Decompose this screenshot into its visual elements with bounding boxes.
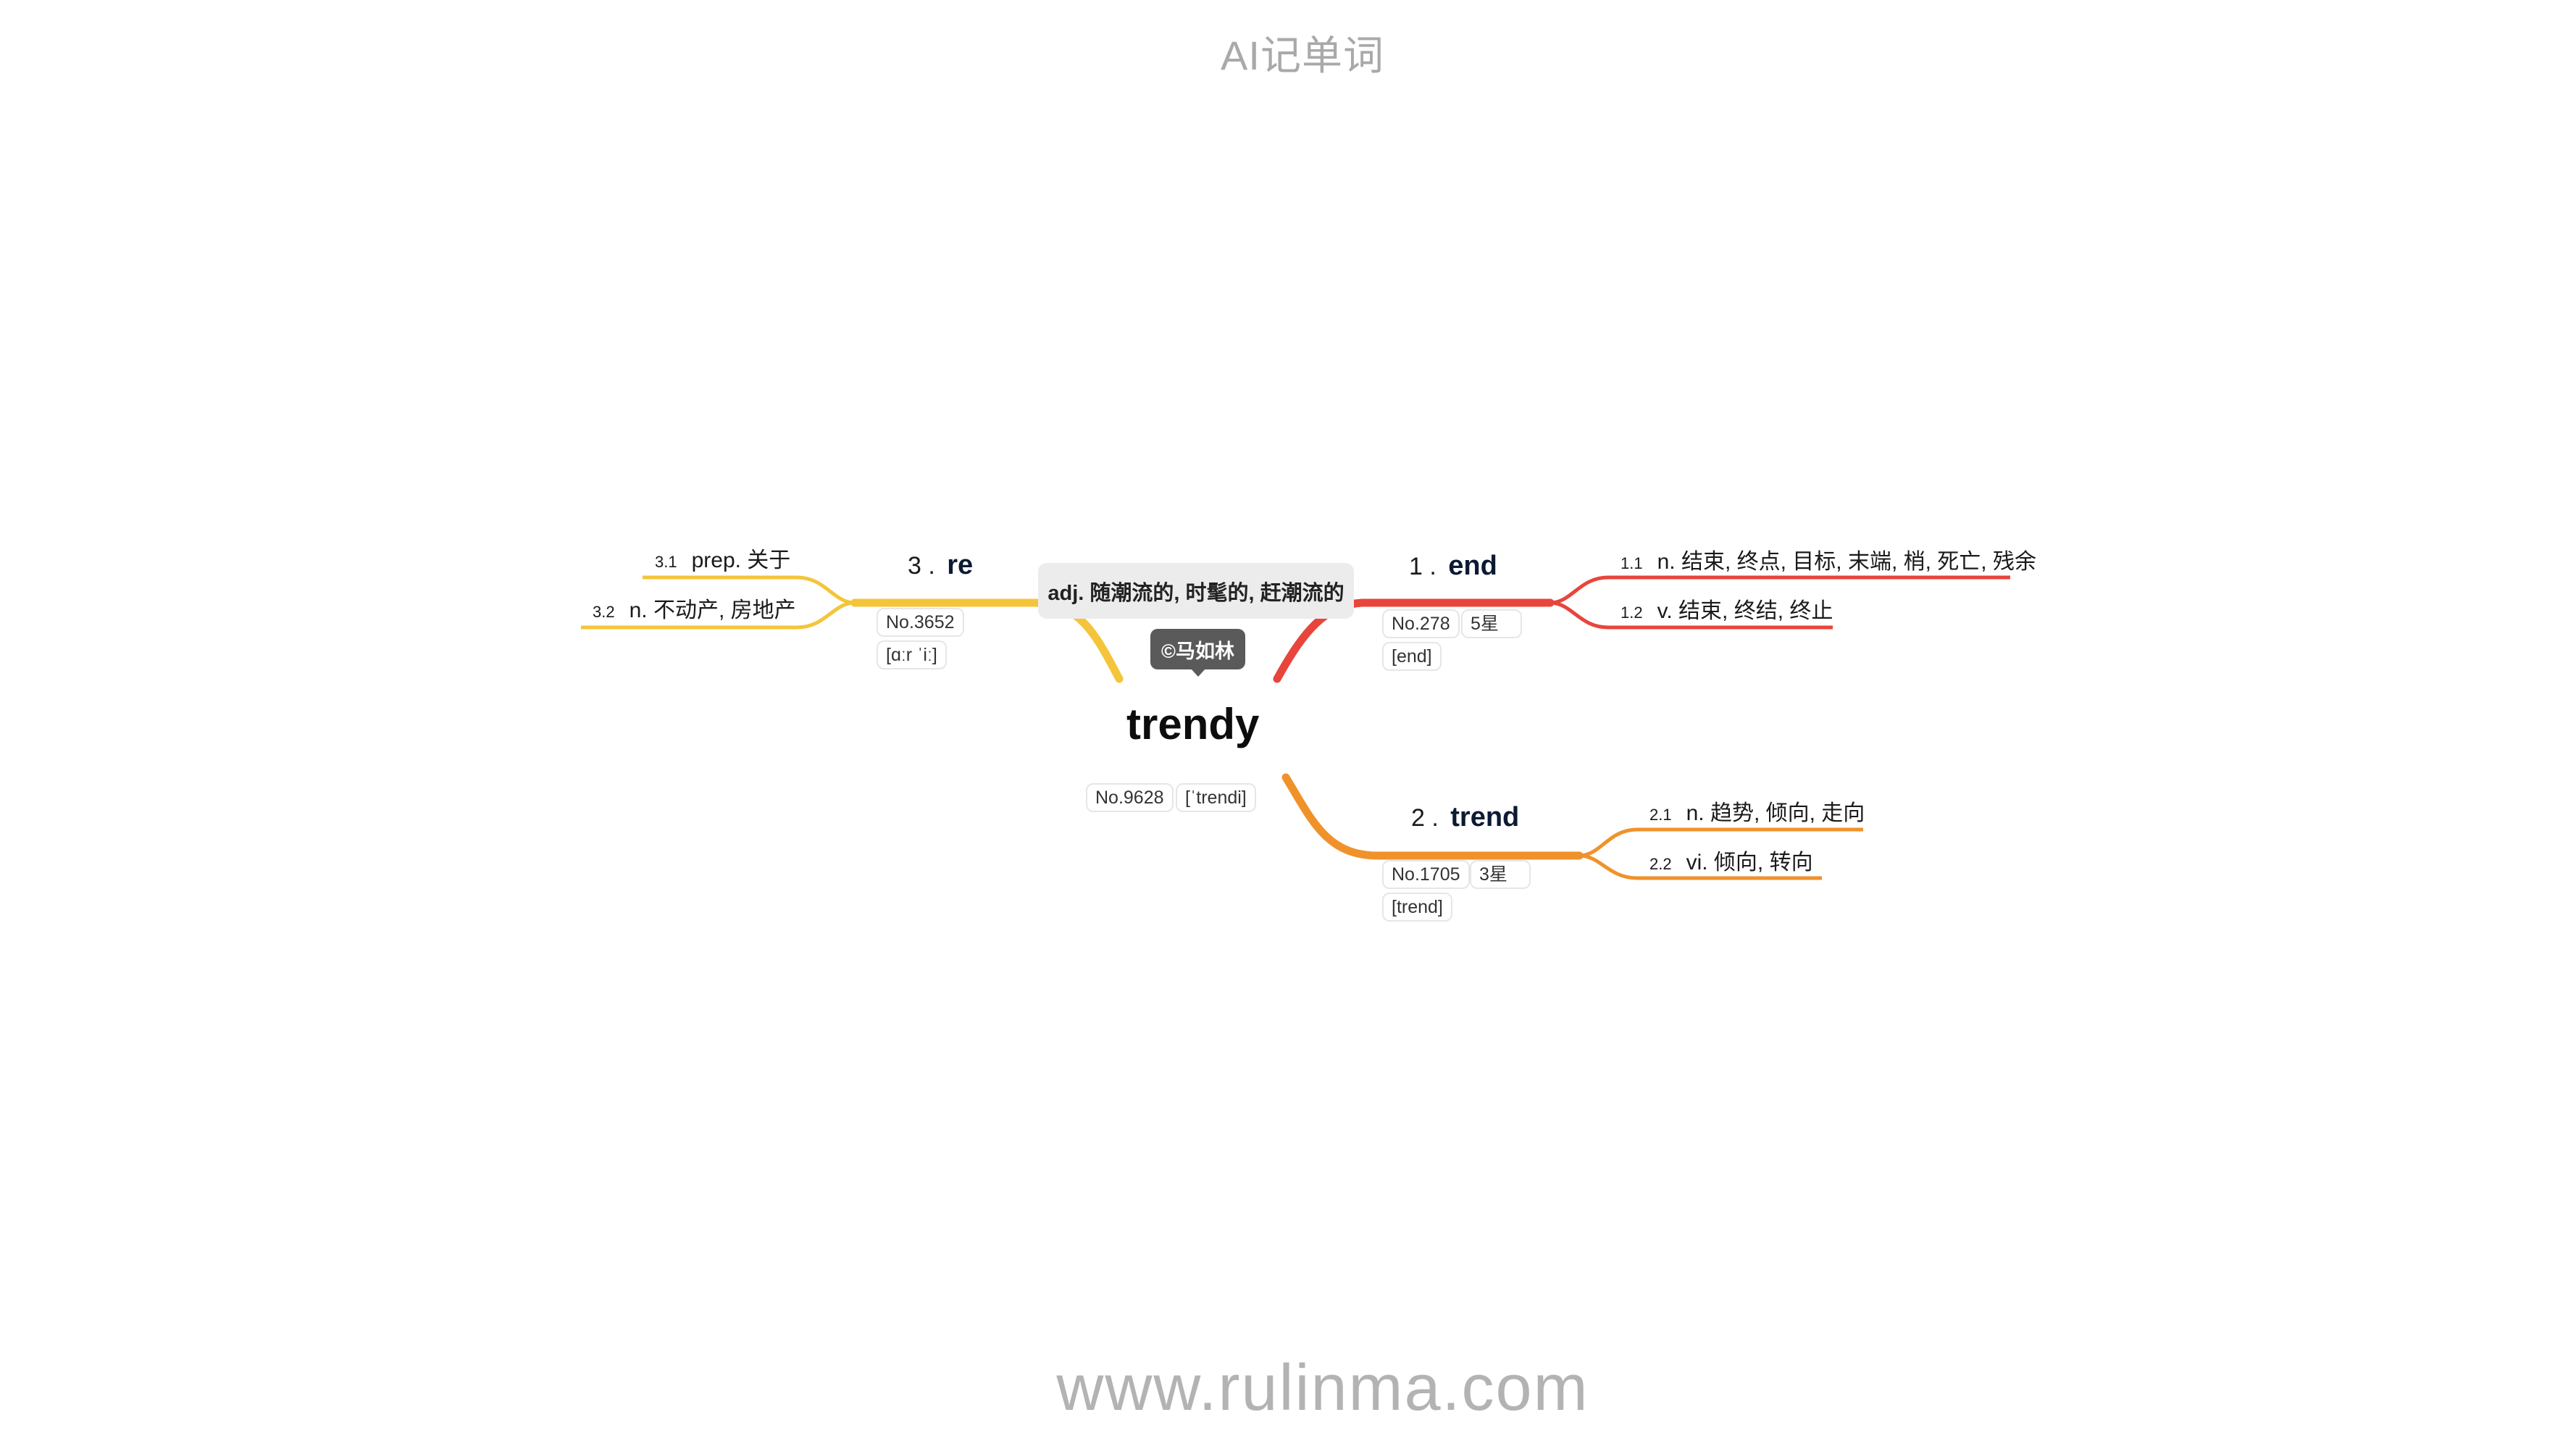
branch-3-link-1 (643, 575, 856, 605)
branch-2-title[interactable]: 2 . trend (1411, 802, 1519, 833)
center-word[interactable]: trendy (1126, 700, 1260, 748)
branch-3-phonetic-tag: [ɑːr ˈiː] (877, 640, 947, 669)
app-title: AI记单词 (1221, 33, 1384, 78)
leaf-3-2[interactable]: 3.2 n. 不动产, 房地产 (593, 592, 796, 624)
leaf-1-1[interactable]: 1.1 n. 结束, 终点, 目标, 末端, 梢, 死亡, 残余 (1621, 543, 2036, 575)
leaf-2-2[interactable]: 2.2 vi. 倾向, 转向 (1649, 844, 1813, 876)
leaf-1-2-text: v. 结束, 终结, 终止 (1657, 599, 1833, 623)
branch-1-trunk (1273, 598, 1555, 683)
branch-2-trunk (1281, 773, 1584, 860)
branch-3-link-2 (581, 601, 856, 630)
branch-1-title[interactable]: 1 . end (1409, 551, 1497, 582)
leaf-2-2-text: vi. 倾向, 转向 (1686, 851, 1813, 874)
leaf-2-1[interactable]: 2.1 n. 趋势, 倾向, 走向 (1649, 795, 1865, 827)
branch-1-number: 1 . (1409, 553, 1437, 580)
leaf-3-2-text: n. 不动产, 房地产 (629, 598, 796, 622)
definition-tooltip: adj. 随潮流的, 时髦的, 赶潮流的 (1038, 563, 1354, 619)
branch-2-link-1 (1578, 827, 1863, 858)
branch-2-word: trend (1450, 802, 1520, 832)
leaf-2-2-index: 2.2 (1649, 855, 1672, 873)
branch-2-rank-tag: No.1705 (1382, 860, 1470, 889)
branch-2-link-2 (1578, 853, 1822, 880)
leaf-3-2-index: 3.2 (593, 603, 615, 621)
leaf-3-1[interactable]: 3.1 prep. 关于 (655, 542, 790, 574)
branch-3-word: re (947, 550, 974, 580)
branch-1-stars-tag: 5星 (1461, 609, 1522, 638)
center-phonetic-tag: [ˈtrendi] (1176, 783, 1256, 812)
leaf-2-1-text: n. 趋势, 倾向, 走向 (1686, 801, 1865, 825)
author-badge: ©马如林 (1150, 629, 1245, 669)
author-badge-pointer (1190, 668, 1206, 677)
leaf-3-1-index: 3.1 (655, 553, 677, 571)
footer-url: www.rulinma.com (1056, 1352, 1589, 1424)
leaf-1-1-text: n. 结束, 终点, 目标, 末端, 梢, 死亡, 残余 (1657, 550, 2036, 574)
branch-2-stars-tag: 3星 (1470, 860, 1531, 889)
branch-3-title[interactable]: 3 . re (908, 550, 973, 581)
branch-1-rank-tag: No.278 (1382, 609, 1460, 638)
branch-1-phonetic-tag: [end] (1382, 642, 1442, 671)
branch-2-phonetic-tag: [trend] (1382, 893, 1452, 922)
branch-3-rank-tag: No.3652 (877, 608, 964, 637)
center-rank-tag: No.9628 (1086, 783, 1174, 812)
leaf-3-1-text: prep. 关于 (691, 548, 791, 572)
branch-1-link-1 (1550, 575, 2010, 605)
branch-3-number: 3 . (908, 552, 935, 580)
branch-1-link-2 (1550, 601, 1833, 630)
leaf-1-2[interactable]: 1.2 v. 结束, 终结, 终止 (1621, 593, 1833, 625)
leaf-1-2-index: 1.2 (1621, 604, 1643, 622)
branch-1-word: end (1448, 551, 1497, 581)
branch-2-number: 2 . (1411, 804, 1439, 832)
leaf-1-1-index: 1.1 (1621, 554, 1643, 572)
leaf-2-1-index: 2.1 (1649, 806, 1672, 824)
